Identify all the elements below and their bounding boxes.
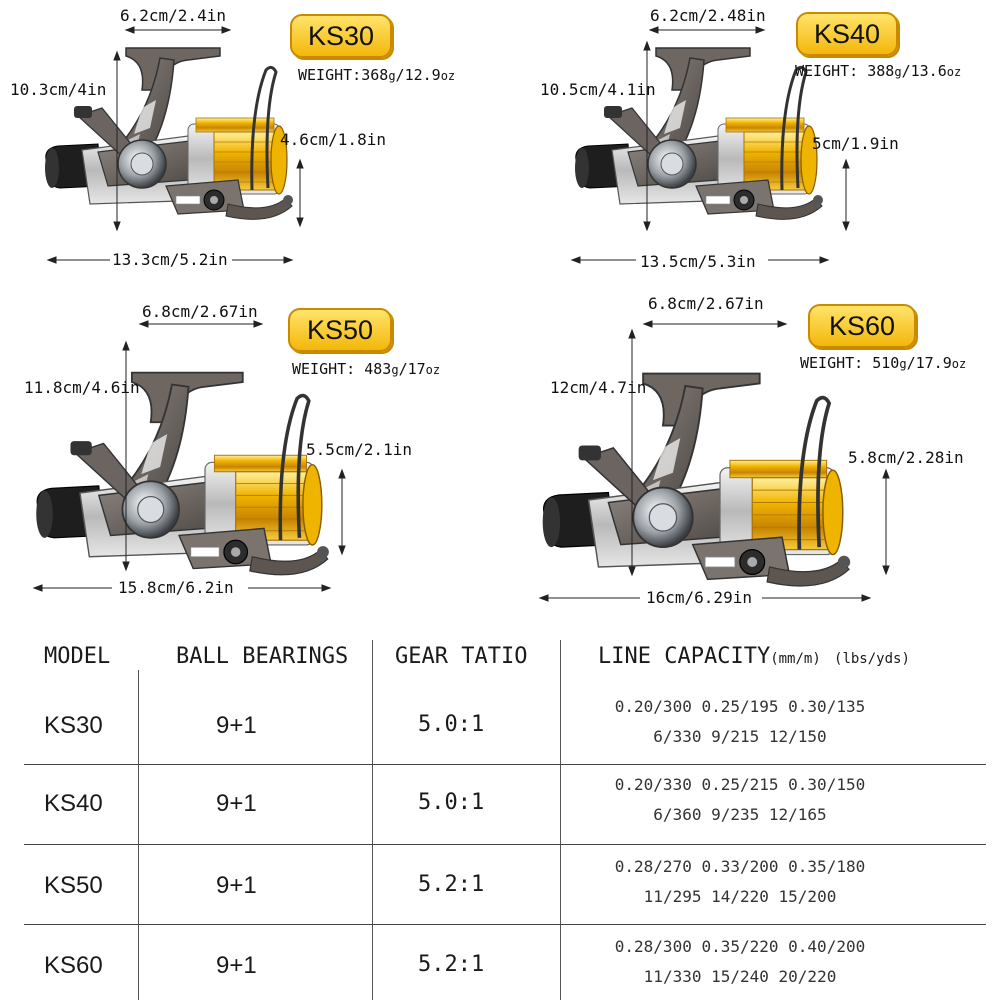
header-model: MODEL bbox=[44, 644, 111, 669]
header-ball-bearings: BALL BEARINGS bbox=[176, 644, 349, 669]
weight-grams-unit: g bbox=[391, 363, 399, 377]
weight-grams: 483 bbox=[355, 360, 392, 378]
cell-gear-ratio: 5.0:1 bbox=[418, 712, 485, 737]
reel-image bbox=[32, 320, 346, 592]
spool-height-label: 4.6cm/1.8in bbox=[280, 130, 386, 149]
capacity-mm: 0.20/300 0.25/195 0.30/135 bbox=[614, 697, 866, 716]
capacity-mm: 0.20/330 0.25/215 0.30/150 bbox=[614, 775, 866, 794]
height-label: 10.3cm/4in bbox=[10, 80, 107, 99]
model-badge: KS50 bbox=[288, 308, 392, 352]
header-gear-ratio: GEAR TATIO bbox=[395, 644, 528, 669]
cell-line-capacity: 0.20/330 0.25/215 0.30/150 6/360 9/235 1… bbox=[580, 770, 900, 830]
reel-panel-ks60: 6.8cm/2.67in 12cm/4.7in 5.8cm/2.28in 16c… bbox=[500, 290, 1000, 607]
cell-ball-bearings: 9+1 bbox=[216, 790, 257, 817]
height-label: 12cm/4.7in bbox=[550, 378, 647, 397]
reel-panel-ks50: 6.8cm/2.67in 11.8cm/4.6in 5.5cm/2.1in 15… bbox=[0, 290, 500, 600]
length-label: 15.8cm/6.2in bbox=[118, 578, 234, 597]
cell-ball-bearings: 9+1 bbox=[216, 712, 257, 739]
table-row: KS50 9+1 5.2:1 0.28/270 0.33/200 0.35/18… bbox=[0, 844, 1000, 924]
capacity-lbs: 6/330 9/215 12/150 bbox=[653, 727, 827, 746]
reel-image bbox=[570, 26, 850, 264]
spool-height-label: 5.5cm/2.1in bbox=[306, 440, 412, 459]
weight-ounces-unit: oz bbox=[440, 69, 456, 83]
weight-ounces-unit: oz bbox=[946, 65, 962, 79]
weight-grams-unit: g bbox=[894, 65, 902, 79]
weight-ounces: /17.9 bbox=[906, 354, 952, 372]
capacity-mm: 0.28/270 0.33/200 0.35/180 bbox=[614, 857, 866, 876]
length-label: 16cm/6.29in bbox=[646, 588, 752, 607]
header-unit-mm: (mm/m) bbox=[770, 651, 821, 667]
model-badge: KS60 bbox=[808, 304, 916, 348]
weight-grams: 388 bbox=[858, 62, 895, 80]
height-label: 10.5cm/4.1in bbox=[540, 80, 656, 99]
weight-prefix: WEIGHT: bbox=[292, 360, 356, 378]
spec-table: MODEL BALL BEARINGS GEAR TATIO LINE CAPA… bbox=[0, 640, 1000, 1000]
top-width-label: 6.2cm/2.4in bbox=[120, 6, 226, 25]
header-line-capacity-label: LINE CAPACITY bbox=[598, 644, 771, 669]
reel-panel-ks30: 6.2cm/2.4in 10.3cm/4in 4.6cm/1.8in 13.3c… bbox=[0, 0, 500, 310]
cell-line-capacity: 0.20/300 0.25/195 0.30/135 6/330 9/215 1… bbox=[580, 692, 900, 752]
top-width-label: 6.8cm/2.67in bbox=[142, 302, 258, 321]
weight-label: WEIGHT:368g/12.9oz bbox=[298, 66, 455, 84]
cell-model: KS30 bbox=[44, 712, 103, 739]
table-row: KS30 9+1 5.0:1 0.20/300 0.25/195 0.30/13… bbox=[0, 684, 1000, 764]
header-unit-lbs: (lbs/yds) bbox=[834, 651, 910, 667]
model-badge: KS30 bbox=[290, 14, 392, 58]
length-label: 13.3cm/5.2in bbox=[112, 250, 228, 269]
cell-model: KS40 bbox=[44, 790, 103, 817]
capacity-lbs: 11/330 15/240 20/220 bbox=[643, 967, 837, 986]
row-divider bbox=[24, 924, 986, 925]
cell-ball-bearings: 9+1 bbox=[216, 952, 257, 979]
weight-prefix: WEIGHT: bbox=[795, 62, 859, 80]
cell-ball-bearings: 9+1 bbox=[216, 872, 257, 899]
cell-line-capacity: 0.28/300 0.35/220 0.40/200 11/330 15/240… bbox=[580, 932, 900, 992]
weight-prefix: WEIGHT: bbox=[298, 66, 362, 84]
weight-label: WEIGHT: 510g/17.9oz bbox=[800, 354, 966, 372]
cell-line-capacity: 0.28/270 0.33/200 0.35/180 11/295 14/220… bbox=[580, 852, 900, 912]
height-label: 11.8cm/4.6in bbox=[24, 378, 140, 397]
reel-image bbox=[43, 26, 304, 264]
spool-height-label: 5.8cm/2.28in bbox=[848, 448, 964, 467]
weight-label: WEIGHT: 483g/17oz bbox=[292, 360, 440, 378]
model-badge: KS40 bbox=[796, 12, 898, 56]
column-divider bbox=[138, 670, 139, 1000]
weight-prefix: WEIGHT: bbox=[800, 354, 864, 372]
weight-ounces: /13.6 bbox=[901, 62, 947, 80]
weight-grams: 368 bbox=[361, 66, 389, 84]
weight-grams-unit: g bbox=[388, 69, 396, 83]
weight-label: WEIGHT: 388g/13.6oz bbox=[795, 62, 961, 80]
weight-ounces: /17 bbox=[398, 360, 426, 378]
weight-ounces-unit: oz bbox=[425, 363, 441, 377]
cell-gear-ratio: 5.0:1 bbox=[418, 790, 485, 815]
column-divider bbox=[372, 640, 373, 1000]
cell-gear-ratio: 5.2:1 bbox=[418, 952, 485, 977]
row-divider bbox=[24, 844, 986, 845]
cell-model: KS50 bbox=[44, 872, 103, 899]
capacity-mm: 0.28/300 0.35/220 0.40/200 bbox=[614, 937, 866, 956]
spool-height-label: 5cm/1.9in bbox=[812, 134, 899, 153]
table-row: KS40 9+1 5.0:1 0.20/330 0.25/215 0.30/15… bbox=[0, 764, 1000, 844]
row-divider bbox=[24, 764, 986, 765]
weight-ounces: /12.9 bbox=[395, 66, 441, 84]
top-width-label: 6.8cm/2.67in bbox=[648, 294, 764, 313]
capacity-lbs: 11/295 14/220 15/200 bbox=[643, 887, 837, 906]
reel-panel-ks40: 6.2cm/2.48in 10.5cm/4.1in 5cm/1.9in 13.5… bbox=[500, 0, 1000, 310]
reel-image bbox=[538, 320, 890, 602]
table-row: KS60 9+1 5.2:1 0.28/300 0.35/220 0.40/20… bbox=[0, 924, 1000, 1000]
column-divider bbox=[560, 640, 561, 1000]
header-line-capacity: LINE CAPACITY(mm/m) (lbs/yds) bbox=[598, 644, 910, 669]
length-label: 13.5cm/5.3in bbox=[640, 252, 756, 271]
weight-grams: 510 bbox=[863, 354, 900, 372]
capacity-lbs: 6/360 9/235 12/165 bbox=[653, 805, 827, 824]
weight-grams-unit: g bbox=[899, 357, 907, 371]
weight-ounces-unit: oz bbox=[951, 357, 967, 371]
cell-gear-ratio: 5.2:1 bbox=[418, 872, 485, 897]
top-width-label: 6.2cm/2.48in bbox=[650, 6, 766, 25]
cell-model: KS60 bbox=[44, 952, 103, 979]
